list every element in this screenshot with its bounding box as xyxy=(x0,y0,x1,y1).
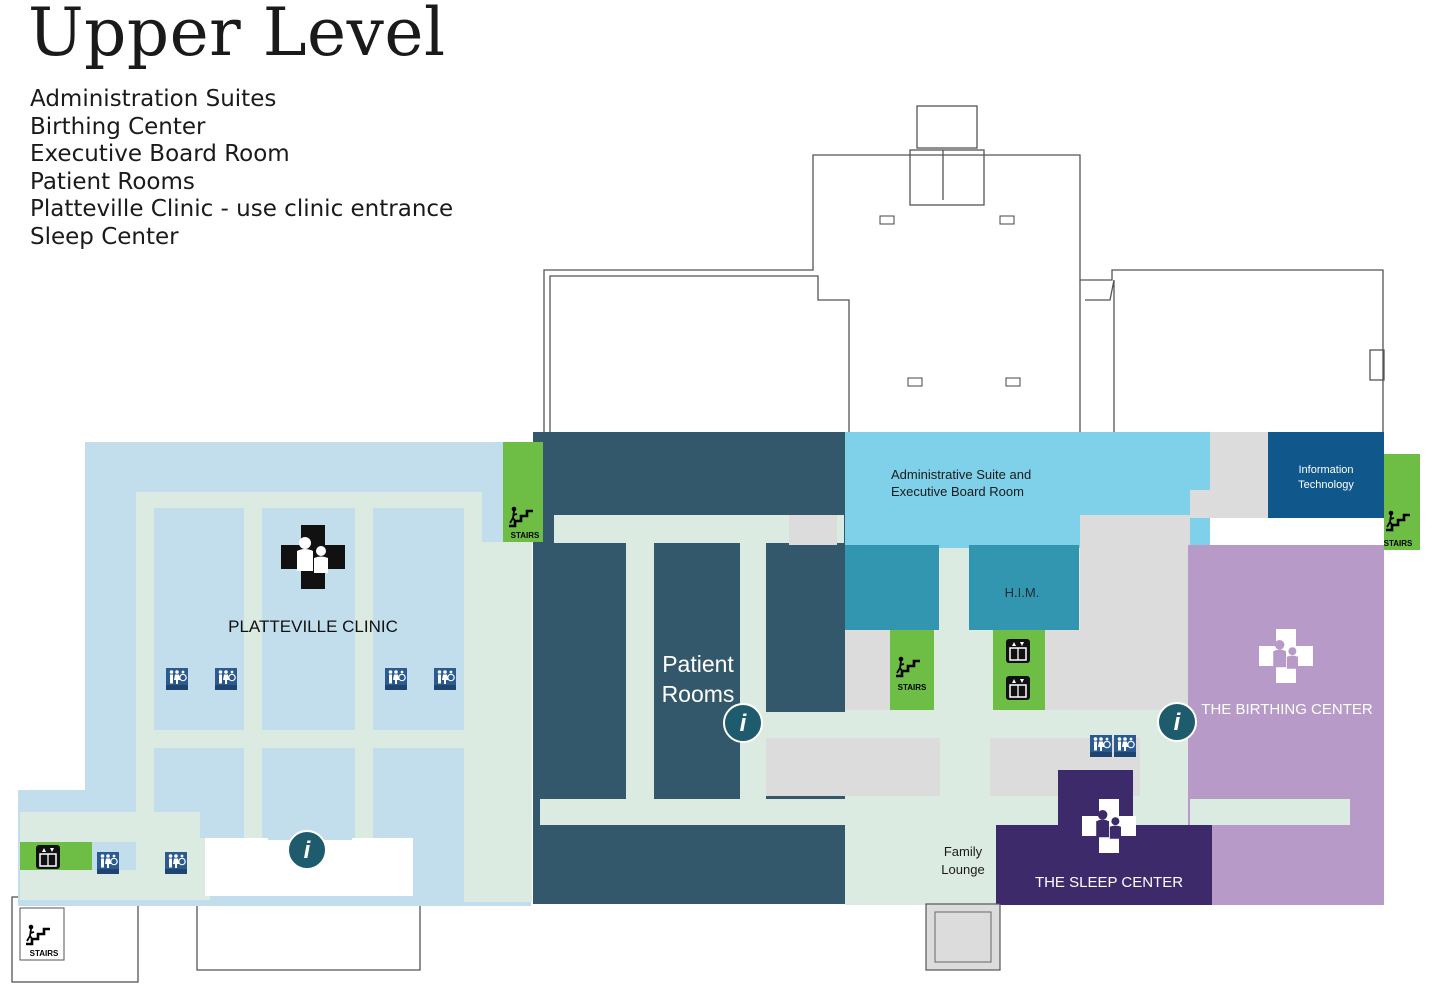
stairs-east[interactable] xyxy=(1384,454,1420,550)
stairs-label: STAIRS xyxy=(511,531,540,540)
entrance-vestibule xyxy=(925,903,1001,971)
birthing-center-corridor xyxy=(1190,799,1350,825)
info-marker-icon[interactable]: i xyxy=(723,703,763,743)
stairs-southwest[interactable] xyxy=(19,907,65,961)
patient-rooms-label: Rooms xyxy=(662,681,735,707)
patient-rooms-area[interactable] xyxy=(533,432,845,904)
svg-text:i: i xyxy=(304,837,312,864)
restroom-icon xyxy=(214,667,238,691)
information-technology[interactable] xyxy=(1268,432,1384,518)
svg-text:i: i xyxy=(1174,709,1182,736)
department-directory: Administration Suites Birthing Center Ex… xyxy=(30,86,453,252)
stairs-central[interactable] xyxy=(890,630,934,710)
restroom-icon xyxy=(165,667,189,691)
stairs-label: STAIRS xyxy=(898,683,927,692)
restroom-icon xyxy=(433,667,457,691)
him-label: H.I.M. xyxy=(1005,585,1040,600)
admin-suite-extension xyxy=(1190,432,1210,490)
svg-text:i: i xyxy=(740,710,748,737)
admin-alcove xyxy=(845,545,939,630)
service-room xyxy=(789,515,837,545)
elevator-icon xyxy=(1005,638,1031,664)
clinic-corridors xyxy=(20,492,532,902)
restroom-icon xyxy=(164,851,188,875)
admin-suite-label: Executive Board Room xyxy=(891,484,1024,499)
birthing-center-label: THE BIRTHING CENTER xyxy=(1201,701,1373,718)
elevator-icon xyxy=(1005,675,1031,701)
restroom-icon xyxy=(96,851,120,875)
page-title: Upper Level xyxy=(28,0,446,71)
family-lounge-label: Lounge xyxy=(941,862,984,877)
outline-fixtures xyxy=(879,215,1021,387)
restroom-icon xyxy=(384,667,408,691)
directory-item: Executive Board Room xyxy=(30,141,290,168)
directory-item: Administration Suites xyxy=(30,86,277,112)
vestibule-inner xyxy=(934,911,992,963)
patient-rooms-label: Patient xyxy=(662,651,734,677)
sleep-center-label: THE SLEEP CENTER xyxy=(1035,874,1183,891)
family-lounge-label: Family xyxy=(944,844,983,859)
platteville-clinic-label: PLATTEVILLE CLINIC xyxy=(228,617,398,636)
birthing-center-corridor-b xyxy=(1214,825,1350,905)
directory-item: Birthing Center xyxy=(30,113,206,140)
restroom-icon xyxy=(1089,734,1113,758)
building-outline xyxy=(11,105,1385,983)
support-rooms xyxy=(766,490,1210,796)
admin-suite-label: Administrative Suite and xyxy=(891,467,1031,482)
stairs-label: STAIRS xyxy=(30,949,59,958)
stairs-label: STAIRS xyxy=(1384,539,1413,548)
him-room[interactable] xyxy=(969,545,1079,630)
info-marker-icon[interactable]: i xyxy=(1157,702,1197,742)
info-marker-icon[interactable]: i xyxy=(287,830,327,870)
information-technology-label: Technology xyxy=(1298,479,1354,491)
admin-annex xyxy=(1210,432,1268,518)
directory-item: Platteville Clinic - use clinic entrance xyxy=(30,196,454,223)
sleep-center-logo-icon xyxy=(1082,799,1136,853)
information-technology-label: Information xyxy=(1298,464,1353,476)
restroom-icon xyxy=(1113,734,1137,758)
directory-item: Sleep Center xyxy=(30,223,179,250)
elevator-icon xyxy=(35,844,61,870)
clinic-logo-icon xyxy=(281,525,345,589)
directory-item: Patient Rooms xyxy=(30,168,195,195)
birthing-center-logo-icon xyxy=(1259,629,1313,683)
